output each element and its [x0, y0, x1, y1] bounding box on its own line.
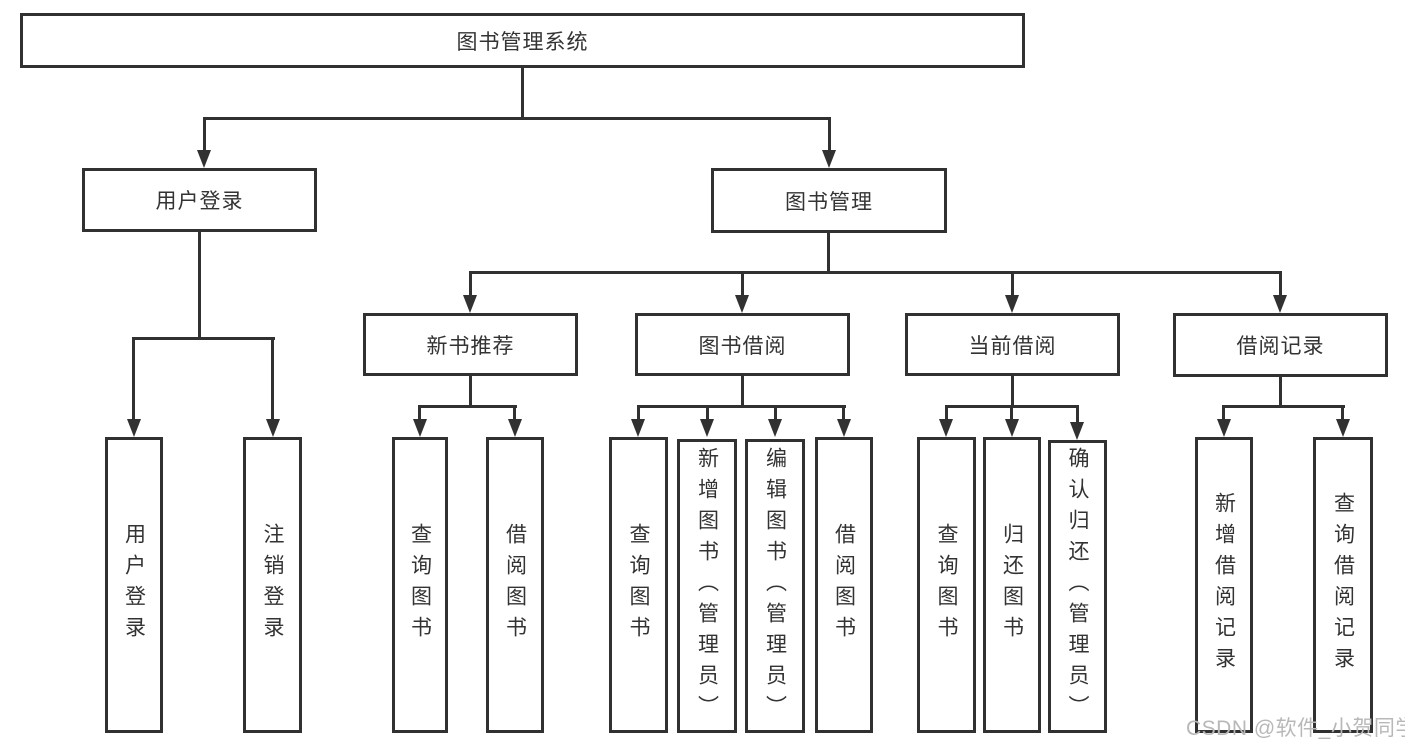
- arrow-down-icon: [266, 419, 280, 437]
- connector-line: [1279, 271, 1282, 297]
- arrow-down-icon: [1273, 295, 1287, 313]
- arrow-down-icon: [127, 419, 141, 437]
- node-user-login-label: 用户登录: [155, 190, 244, 213]
- connector-line: [132, 337, 135, 421]
- connector-line: [1223, 405, 1345, 408]
- leaf-label: 确认归还（管理员）: [1066, 447, 1089, 726]
- connector-line: [706, 405, 709, 423]
- leaf-query-book: 查询图书: [917, 437, 976, 733]
- connector-line: [513, 405, 516, 423]
- leaf-edit-book-admin: 编辑图书（管理员）: [745, 439, 805, 733]
- arrow-down-icon: [1005, 419, 1019, 437]
- arrow-down-icon: [700, 419, 714, 437]
- arrow-down-icon: [463, 295, 477, 313]
- leaf-label: 用户登录: [122, 523, 146, 647]
- connector-line: [469, 271, 1282, 274]
- watermark: CSDN @软件_小贺同学: [1186, 717, 1405, 740]
- node-root: 图书管理系统: [20, 13, 1025, 68]
- connector-line: [1010, 405, 1013, 423]
- leaf-label: 查询借阅记录: [1331, 492, 1355, 678]
- leaf-return-book: 归还图书: [983, 437, 1041, 733]
- connector-line: [741, 374, 744, 408]
- connector-line: [945, 405, 948, 423]
- arrow-down-icon: [837, 419, 851, 437]
- node-label: 当前借阅: [968, 334, 1057, 358]
- connector-line: [203, 117, 831, 120]
- arrow-down-icon: [1336, 419, 1350, 437]
- connector-line: [774, 405, 777, 423]
- leaf-label: 查询图书: [935, 523, 958, 647]
- connector-line: [203, 117, 206, 153]
- arrow-down-icon: [631, 419, 645, 437]
- arrow-down-icon: [768, 419, 782, 437]
- connector-line: [418, 405, 421, 423]
- leaf-borrow-book: 借阅图书: [815, 437, 873, 733]
- leaf-borrow-book: 借阅图书: [486, 437, 544, 733]
- node-borrow-record: 借阅记录: [1173, 313, 1388, 377]
- connector-line: [637, 405, 640, 423]
- connector-line: [418, 405, 517, 408]
- connector-line: [828, 117, 831, 153]
- leaf-label: 编辑图书（管理员）: [763, 446, 787, 726]
- leaf-user-login: 用户登录: [105, 437, 163, 733]
- connector-line: [521, 66, 524, 119]
- arrow-down-icon: [197, 150, 211, 168]
- node-new-book-recommend: 新书推荐: [363, 313, 578, 376]
- connector-line: [198, 230, 201, 338]
- node-label: 借阅记录: [1236, 335, 1325, 358]
- leaf-query-book: 查询图书: [609, 437, 668, 733]
- leaf-query-book: 查询图书: [392, 437, 448, 733]
- node-label: 新书推荐: [426, 334, 515, 358]
- leaf-query-borrow-record: 查询借阅记录: [1313, 437, 1373, 733]
- node-book-mgmt: 图书管理: [711, 168, 947, 233]
- leaf-label: 新增图书（管理员）: [695, 446, 719, 726]
- arrow-down-icon: [735, 295, 749, 313]
- node-user-login: 用户登录: [82, 168, 317, 232]
- arrow-down-icon: [1217, 419, 1231, 437]
- node-current-borrow: 当前借阅: [905, 313, 1120, 376]
- leaf-label: 查询图书: [408, 523, 432, 647]
- arrow-down-icon: [1005, 295, 1019, 313]
- connector-line: [132, 337, 275, 340]
- leaf-label: 归还图书: [1000, 523, 1024, 647]
- connector-line: [1011, 271, 1014, 297]
- connector-line: [1279, 374, 1282, 408]
- connector-line: [1011, 374, 1014, 408]
- connector-line: [827, 231, 830, 273]
- arrow-down-icon: [508, 419, 522, 437]
- connector-line: [1076, 405, 1079, 425]
- leaf-logout: 注销登录: [243, 437, 302, 733]
- leaf-confirm-return-admin: 确认归还（管理员）: [1048, 440, 1107, 733]
- leaf-add-borrow-record: 新增借阅记录: [1195, 437, 1253, 733]
- leaf-add-book-admin: 新增图书（管理员）: [677, 439, 737, 733]
- connector-line: [469, 374, 472, 408]
- leaf-label: 注销登录: [261, 523, 284, 647]
- node-label: 图书借阅: [698, 334, 787, 358]
- leaf-label: 新增借阅记录: [1212, 492, 1236, 678]
- connector-line: [842, 405, 845, 423]
- arrow-down-icon: [822, 150, 836, 168]
- connector-line: [271, 337, 274, 421]
- arrow-down-icon: [413, 419, 427, 437]
- node-book-mgmt-label: 图书管理: [785, 190, 873, 214]
- arrow-down-icon: [939, 419, 953, 437]
- arrow-down-icon: [1070, 422, 1084, 440]
- node-root-label: 图书管理系统: [456, 30, 589, 54]
- connector-line: [637, 405, 846, 408]
- connector-line: [469, 271, 472, 297]
- leaf-label: 借阅图书: [503, 523, 527, 647]
- leaf-label: 借阅图书: [832, 523, 856, 647]
- connector-line: [1341, 405, 1344, 423]
- node-book-borrow: 图书借阅: [635, 313, 850, 376]
- connector-line: [1222, 405, 1225, 423]
- leaf-label: 查询图书: [627, 523, 650, 647]
- connector-line: [741, 271, 744, 297]
